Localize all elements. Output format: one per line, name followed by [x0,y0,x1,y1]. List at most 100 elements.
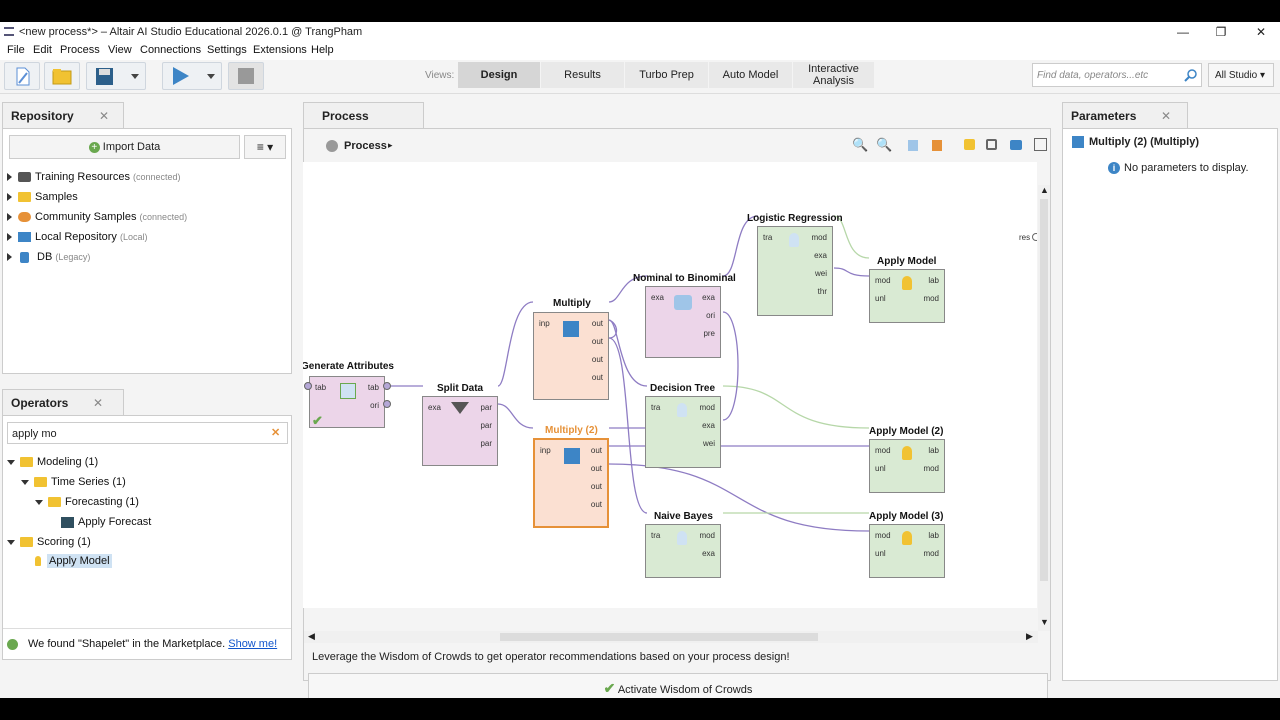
multiply-icon [563,321,579,337]
operator-group-scoring[interactable]: Scoring (1) [7,536,91,548]
operator-apply-model-3[interactable]: mod unl lab mod [869,524,945,578]
expand-icon[interactable] [7,253,12,262]
clipboard-icon[interactable] [932,140,942,151]
save-button[interactable] [86,62,146,90]
repo-item-samples[interactable]: Samples [7,191,78,203]
breadcrumb-arrow-icon[interactable]: ▸ [388,140,393,150]
horizontal-scrollbar[interactable]: ◀ ▶ [304,631,1038,643]
menu-connections[interactable]: Connections [140,44,202,56]
operator-logistic-regression[interactable]: tra mod exa wei thr [757,226,833,316]
operator-group-forecasting[interactable]: Forecasting (1) [35,496,139,508]
operator-generate-attributes[interactable]: tab tab ori ✔ [309,376,385,428]
menu-view[interactable]: View [108,44,132,56]
training-icon [18,172,31,183]
scroll-up-icon[interactable]: ▲ [1040,185,1049,195]
collapse-icon[interactable] [7,539,15,545]
repo-item-db[interactable]: DB (Legacy) [7,251,90,263]
menu-extensions[interactable]: Extensions [253,44,307,56]
scroll-down-icon[interactable]: ▼ [1040,617,1049,627]
search-scope-select[interactable]: All Studio ▾ [1208,63,1274,87]
repo-item-local-repository[interactable]: Local Repository (Local) [7,231,148,243]
collapse-icon[interactable] [21,479,29,485]
expand-icon[interactable] [7,213,12,222]
operator-apply-forecast[interactable]: Apply Forecast [61,516,151,528]
view-tab-interactive-analysis[interactable]: Interactive Analysis [793,62,874,88]
auto-wire-icon[interactable] [986,139,997,150]
operator-apply-model[interactable]: Apply Model [35,554,112,568]
expand-icon[interactable] [7,173,12,182]
zoom-out-icon[interactable]: 🔍 [876,137,893,152]
operators-tab[interactable]: Operators ✕ [2,389,124,415]
menu-settings[interactable]: Settings [207,44,247,56]
process-canvas[interactable]: Generate Attributes tab tab ori ✔ Split … [303,162,1037,608]
close-icon[interactable]: ✕ [1255,25,1267,39]
view-tab-auto-model[interactable]: Auto Model [709,62,792,88]
operator-name: Apply Model (3) [869,511,944,522]
activate-wisdom-button[interactable]: ✔ Activate Wisdom of Crowds [308,673,1048,698]
operator-group-time-series[interactable]: Time Series (1) [21,476,126,488]
port-pin[interactable] [304,382,312,390]
port-pin[interactable] [383,382,391,390]
minimize-icon[interactable]: — [1177,25,1189,39]
view-tab-turbo-prep[interactable]: Turbo Prep [625,62,708,88]
close-icon[interactable]: ✕ [93,396,104,410]
parameters-tab[interactable]: Parameters ✕ [1062,102,1188,128]
layout-icon[interactable] [1010,140,1022,150]
add-note-icon[interactable] [964,139,975,150]
operator-naive-bayes[interactable]: tra mod exa [645,524,721,578]
operator-split-data[interactable]: exa par par par [422,396,498,466]
fit-screen-icon[interactable] [1034,138,1047,151]
expand-icon[interactable] [7,193,12,202]
process-breadcrumb[interactable]: Process [344,140,387,152]
process-tab[interactable]: Process [303,102,424,128]
operator-apply-model-2[interactable]: mod unl lab mod [869,439,945,493]
result-port-pin[interactable] [1032,233,1037,241]
show-me-link[interactable]: Show me! [228,638,278,650]
wire-mult-decisiontree [608,319,648,387]
operator-nominal-to-binominal[interactable]: exa exa ori pre [645,286,721,358]
play-icon [173,67,215,85]
view-tab-design[interactable]: Design [458,62,540,88]
expand-icon[interactable] [7,233,12,242]
vertical-scrollbar[interactable]: ▲ ▼ [1038,185,1050,631]
community-icon [18,212,31,223]
open-process-button[interactable] [44,62,80,90]
scope-value: All Studio [1215,70,1258,81]
wire-mult-loop [608,319,618,339]
repo-item-community-samples[interactable]: Community Samples (connected) [7,211,187,223]
divider [3,628,291,629]
menu-edit[interactable]: Edit [33,44,52,56]
horizontal-scroll-thumb[interactable] [500,633,818,641]
import-data-button[interactable]: + Import Data [9,135,240,159]
new-process-button[interactable] [4,62,40,90]
close-icon[interactable]: ✕ [99,109,110,123]
restore-icon[interactable]: ❐ [1215,25,1227,39]
menu-process[interactable]: Process [60,44,100,56]
repository-tab[interactable]: Repository ✕ [2,102,124,128]
vertical-scroll-thumb[interactable] [1040,199,1048,581]
operator-decision-tree[interactable]: tra mod exa wei [645,396,721,468]
view-tab-results[interactable]: Results [541,62,624,88]
collapse-icon[interactable] [7,459,15,465]
scroll-right-icon[interactable]: ▶ [1026,631,1033,641]
search-icon[interactable] [1184,68,1198,82]
operator-group-modeling[interactable]: Modeling (1) [7,456,98,468]
notes-icon[interactable] [908,140,918,151]
operator-apply-model[interactable]: mod unl lab mod [869,269,945,323]
run-process-button[interactable] [162,62,222,90]
repo-item-training-resources[interactable]: Training Resources (connected) [7,171,181,183]
operator-multiply[interactable]: inp out out out out [533,312,609,400]
clear-search-icon[interactable]: ✕ [271,427,281,439]
collapse-icon[interactable] [35,499,43,505]
menu-file[interactable]: File [7,44,25,56]
scroll-left-icon[interactable]: ◀ [308,631,315,641]
close-icon[interactable]: ✕ [1161,109,1172,123]
port-pin[interactable] [383,400,391,408]
operator-search-input[interactable]: apply mo [7,422,288,444]
repository-menu-button[interactable]: ≡ ▾ [244,135,286,159]
operator-multiply-2[interactable]: inp out out out out [533,438,609,528]
menu-help[interactable]: Help [311,44,334,56]
zoom-in-icon[interactable]: 🔍 [852,137,869,152]
global-search-input[interactable]: Find data, operators...etc [1032,63,1202,87]
stop-process-button[interactable] [228,62,264,90]
